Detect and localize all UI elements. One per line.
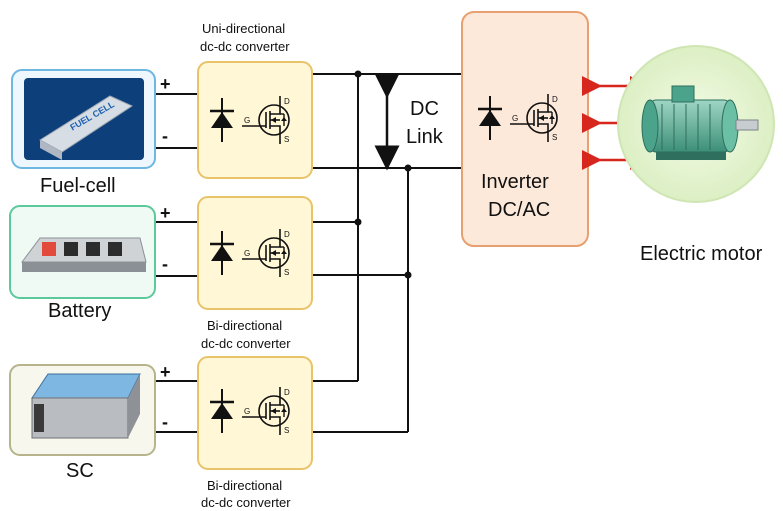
sc-label: SC [66, 460, 94, 482]
inverter-drain-pin: D [552, 95, 558, 104]
converter-3-caption-2: dc-dc converter [201, 495, 291, 510]
dc-link-label-2: Link [406, 126, 444, 148]
battery-label: Battery [48, 300, 111, 322]
sc-picture [32, 374, 140, 438]
converter-1-gate-pin: G [244, 116, 250, 125]
bus-junctions [355, 71, 412, 279]
fuel-cell-plus: + [160, 74, 171, 94]
converter-2-gate-pin: G [244, 249, 250, 258]
battery-picture [22, 238, 146, 272]
converter-2-source-pin: S [284, 268, 289, 277]
fuel-cell-label: Fuel-cell [40, 175, 116, 197]
converter-bi-directional-sc: G D S [198, 357, 312, 469]
converter-3-caption-1: Bi-directional [207, 478, 282, 493]
inverter-label-2: DC/AC [488, 199, 550, 221]
converter-1-caption-1: Uni-directional [202, 21, 285, 36]
motor-label: Electric motor [640, 243, 763, 265]
converter-bi-directional-battery: G D S [198, 197, 312, 309]
fuel-cell-source: FUEL CELL Fuel-cell [12, 70, 155, 197]
fuel-cell-picture: FUEL CELL [24, 78, 144, 160]
converter-2-caption-2: dc-dc converter [201, 336, 291, 351]
battery-plus: + [160, 203, 171, 223]
converter-1-drain-pin: D [284, 97, 290, 106]
converter-1-source-pin: S [284, 135, 289, 144]
converter-3-gate-pin: G [244, 407, 250, 416]
battery-minus: - [162, 254, 168, 274]
inverter-label-1: Inverter [481, 171, 549, 193]
sc-plus: + [160, 362, 171, 382]
fuel-cell-minus: - [162, 126, 168, 146]
inverter-block: Inverter DC/AC G D S [462, 12, 588, 246]
converter-2-caption-1: Bi-directional [207, 318, 282, 333]
inverter-gate-pin: G [512, 114, 518, 123]
converter-2-drain-pin: D [284, 230, 290, 239]
battery-source: Battery [10, 206, 155, 322]
sc-source: SC [10, 365, 155, 482]
electric-motor: Electric motor [618, 46, 774, 265]
dc-link-label-1: DC [410, 98, 439, 120]
converter-uni-directional: G D S [198, 62, 312, 178]
terminal-signs: + - + - + - [160, 74, 171, 432]
sc-minus: - [162, 412, 168, 432]
converter-1-caption-2: dc-dc converter [200, 39, 290, 54]
converter-3-source-pin: S [284, 426, 289, 435]
inverter-source-pin: S [552, 133, 557, 142]
converter-3-drain-pin: D [284, 388, 290, 397]
